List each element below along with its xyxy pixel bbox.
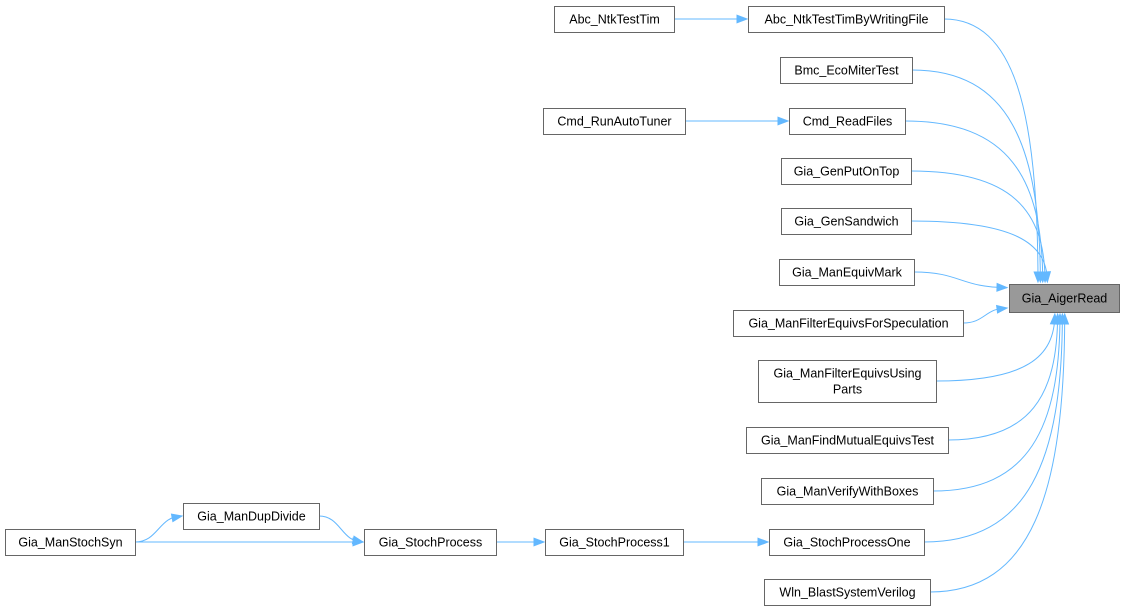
node-label: Cmd_ReadFiles bbox=[803, 115, 893, 129]
node-box bbox=[780, 57, 913, 84]
edge-bmc-to-root bbox=[911, 69, 1041, 283]
arrowhead-gsw-to-root bbox=[1042, 271, 1052, 284]
node-label: Gia_ManFilterEquivsUsing bbox=[774, 367, 922, 381]
node-label: Bmc_EcoMiterTest bbox=[794, 64, 899, 78]
arrowhead-cmd_rat-to-cmd_rf bbox=[777, 116, 790, 126]
node-gsw[interactable]: Gia_GenSandwich bbox=[781, 208, 912, 235]
arrowhead-gmfes-to-root bbox=[996, 304, 1009, 314]
node-gmvwb[interactable]: Gia_ManVerifyWithBoxes bbox=[761, 478, 934, 505]
edges-layer bbox=[134, 14, 1070, 593]
edge-wln-to-root bbox=[929, 313, 1066, 593]
node-gmfes[interactable]: Gia_ManFilterEquivsForSpeculation bbox=[733, 310, 964, 337]
node-box bbox=[779, 259, 915, 286]
node-box bbox=[748, 6, 945, 33]
node-box bbox=[364, 529, 497, 556]
node-box bbox=[761, 478, 934, 505]
node-label: Wln_BlastSystemVerilog bbox=[779, 586, 915, 600]
arrowhead-abc_tt-to-abc_wf bbox=[736, 14, 749, 24]
node-box bbox=[5, 529, 136, 556]
node-bmc[interactable]: Bmc_EcoMiterTest bbox=[780, 57, 913, 84]
node-gpot[interactable]: Gia_GenPutOnTop bbox=[781, 158, 912, 185]
arrowhead-gmem-to-root bbox=[996, 282, 1009, 292]
node-box bbox=[769, 529, 925, 556]
arrowhead-gmss-to-gsp bbox=[352, 537, 365, 547]
root-node[interactable]: Gia_AigerRead bbox=[1009, 284, 1120, 313]
node-label: Gia_GenPutOnTop bbox=[794, 165, 900, 179]
node-box bbox=[545, 529, 684, 556]
node-label: Gia_ManFindMutualEquivsTest bbox=[761, 434, 935, 448]
node-box bbox=[554, 6, 675, 33]
node-cmd_rf[interactable]: Cmd_ReadFiles bbox=[789, 108, 906, 135]
arrowhead-gsp1-to-gspo bbox=[757, 537, 770, 547]
node-label: Abc_NtkTestTim bbox=[569, 13, 660, 27]
node-box bbox=[543, 108, 686, 135]
node-box bbox=[789, 108, 906, 135]
node-gmdd[interactable]: Gia_ManDupDivide bbox=[183, 503, 320, 530]
node-label: Gia_GenSandwich bbox=[794, 215, 898, 229]
node-label: Gia_ManVerifyWithBoxes bbox=[777, 485, 919, 499]
edge-gpot-to-root bbox=[910, 170, 1046, 283]
node-label: Cmd_RunAutoTuner bbox=[557, 115, 671, 129]
node-box bbox=[733, 310, 964, 337]
node-label: Gia_ManDupDivide bbox=[197, 510, 305, 524]
node-box bbox=[764, 579, 931, 606]
node-cmd_rat[interactable]: Cmd_RunAutoTuner bbox=[543, 108, 686, 135]
arrowhead-gmss-to-gmdd bbox=[170, 513, 184, 523]
node-box bbox=[781, 208, 912, 235]
node-label: Gia_StochProcess bbox=[379, 536, 483, 550]
node-box bbox=[746, 427, 949, 454]
node-box bbox=[183, 503, 320, 530]
node-gmem[interactable]: Gia_ManEquivMark bbox=[779, 259, 915, 286]
node-gsp1[interactable]: Gia_StochProcess1 bbox=[545, 529, 684, 556]
node-wln[interactable]: Wln_BlastSystemVerilog bbox=[764, 579, 931, 606]
node-gmss[interactable]: Gia_ManStochSyn bbox=[5, 529, 136, 556]
node-box bbox=[758, 360, 937, 403]
edge-gmfeup-to-root bbox=[935, 313, 1056, 382]
node-label: Gia_ManEquivMark bbox=[792, 266, 903, 280]
nodes-layer: Gia_AigerRead Abc_NtkTestTimByWritingFile… bbox=[5, 6, 1120, 606]
node-gspo[interactable]: Gia_StochProcessOne bbox=[769, 529, 925, 556]
node-label: Abc_NtkTestTimByWritingFile bbox=[765, 13, 929, 27]
edge-gmfmet-to-root bbox=[947, 313, 1059, 441]
node-box bbox=[781, 158, 912, 185]
node-abc_wf[interactable]: Abc_NtkTestTimByWritingFile bbox=[748, 6, 945, 33]
node-gsp[interactable]: Gia_StochProcess bbox=[364, 529, 497, 556]
node-box bbox=[1009, 284, 1120, 313]
node-label: Gia_AigerRead bbox=[1022, 292, 1108, 306]
edge-gmvwb-to-root bbox=[932, 313, 1061, 492]
arrowhead-gsp-to-gsp1 bbox=[533, 537, 546, 547]
node-label: Gia_ManStochSyn bbox=[18, 536, 122, 550]
node-label: Gia_ManFilterEquivsForSpeculation bbox=[748, 317, 948, 331]
node-abc_tt[interactable]: Abc_NtkTestTim bbox=[554, 6, 675, 33]
node-label: Parts bbox=[833, 383, 862, 397]
node-gmfmet[interactable]: Gia_ManFindMutualEquivsTest bbox=[746, 427, 949, 454]
node-label: Gia_StochProcess1 bbox=[559, 536, 670, 550]
edge-gmem-to-root bbox=[913, 271, 1008, 289]
node-label: Gia_StochProcessOne bbox=[783, 536, 910, 550]
arrowhead-wln-to-root bbox=[1060, 312, 1070, 325]
edge-gsw-to-root bbox=[910, 220, 1048, 283]
edge-gspo-to-root bbox=[923, 313, 1063, 543]
